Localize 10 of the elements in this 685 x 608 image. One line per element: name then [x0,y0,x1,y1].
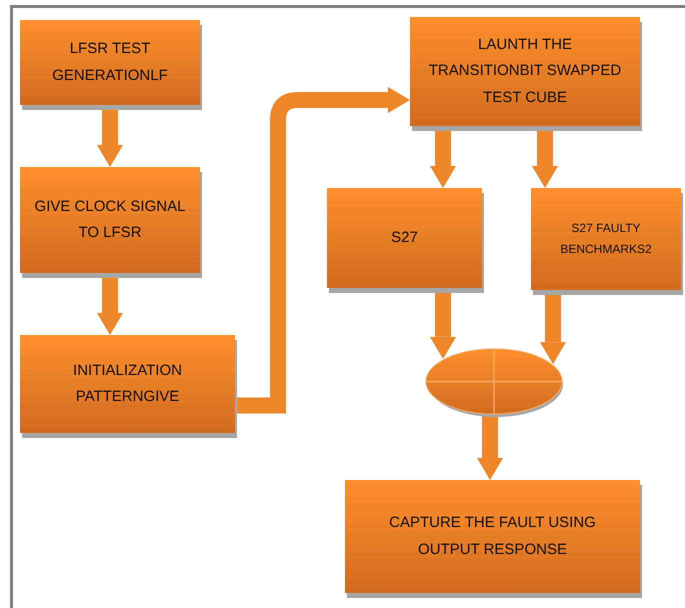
process-box: INITIALIZATION PATTERNGIVE [20,335,235,433]
ellipse-node [425,348,563,415]
process-box: S27 [327,188,482,288]
process-box: LAUNTH THE TRANSITIONBIT SWAPPED TEST CUBE [410,17,640,126]
process-box: CAPTURE THE FAULT USING OUTPUT RESPONSE [345,480,640,593]
process-box: S27 FAULTY BENCHMARKS2 [531,188,681,290]
block-arrow [235,87,410,414]
process-box: GIVE CLOCK SIGNAL TO LFSR [20,167,200,273]
process-box: LFSR TEST GENERATIONLF [20,20,200,105]
block-arrow [477,414,503,480]
